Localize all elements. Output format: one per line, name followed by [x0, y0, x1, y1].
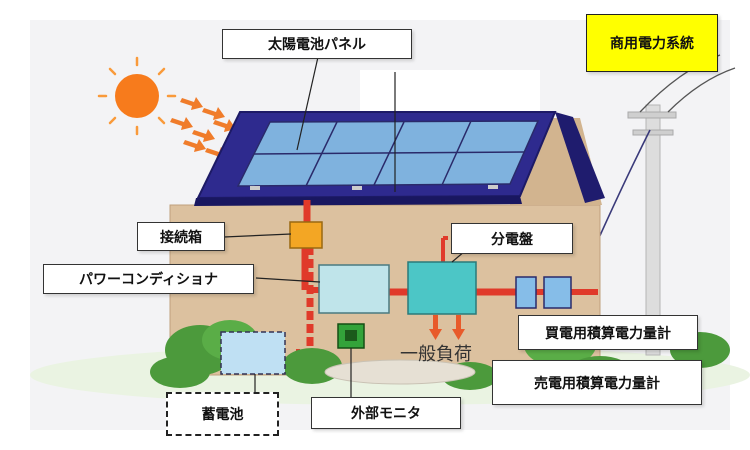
junction-box — [289, 221, 323, 249]
label-distribution-board: 分電盤 — [451, 223, 573, 254]
distribution-board-unit — [407, 261, 477, 315]
path-stones — [324, 359, 476, 385]
label-external-monitor: 外部モニタ — [311, 397, 461, 429]
load-arrows-icon — [429, 315, 465, 340]
label-sale-meter: 売電用積算電力量計 — [492, 360, 702, 405]
power-conditioner-unit — [318, 264, 390, 314]
solar-panel — [236, 120, 540, 190]
label-storage-battery: 蓄電池 — [166, 392, 279, 436]
label-general-load: 一般負荷 — [400, 344, 472, 365]
label-commercial-grid: 商用電力系統 — [586, 14, 718, 72]
label-power-conditioner: パワーコンディショナ — [43, 264, 254, 294]
sun-icon — [97, 56, 177, 136]
sale-meter-unit — [543, 276, 572, 309]
label-purchase-meter: 買電用積算電力量計 — [518, 315, 698, 350]
storage-battery-unit — [220, 331, 286, 375]
utility-pole — [574, 54, 736, 356]
power-wiring — [296, 200, 598, 362]
monitor-screen — [345, 330, 357, 341]
roof-edge — [555, 112, 605, 203]
roof-eave — [194, 196, 522, 206]
label-solar-panel: 太陽電池パネル — [222, 29, 412, 59]
label-junction-box: 接続箱 — [137, 222, 225, 251]
purchase-meter-unit — [515, 276, 537, 309]
external-monitor-unit — [337, 323, 365, 349]
